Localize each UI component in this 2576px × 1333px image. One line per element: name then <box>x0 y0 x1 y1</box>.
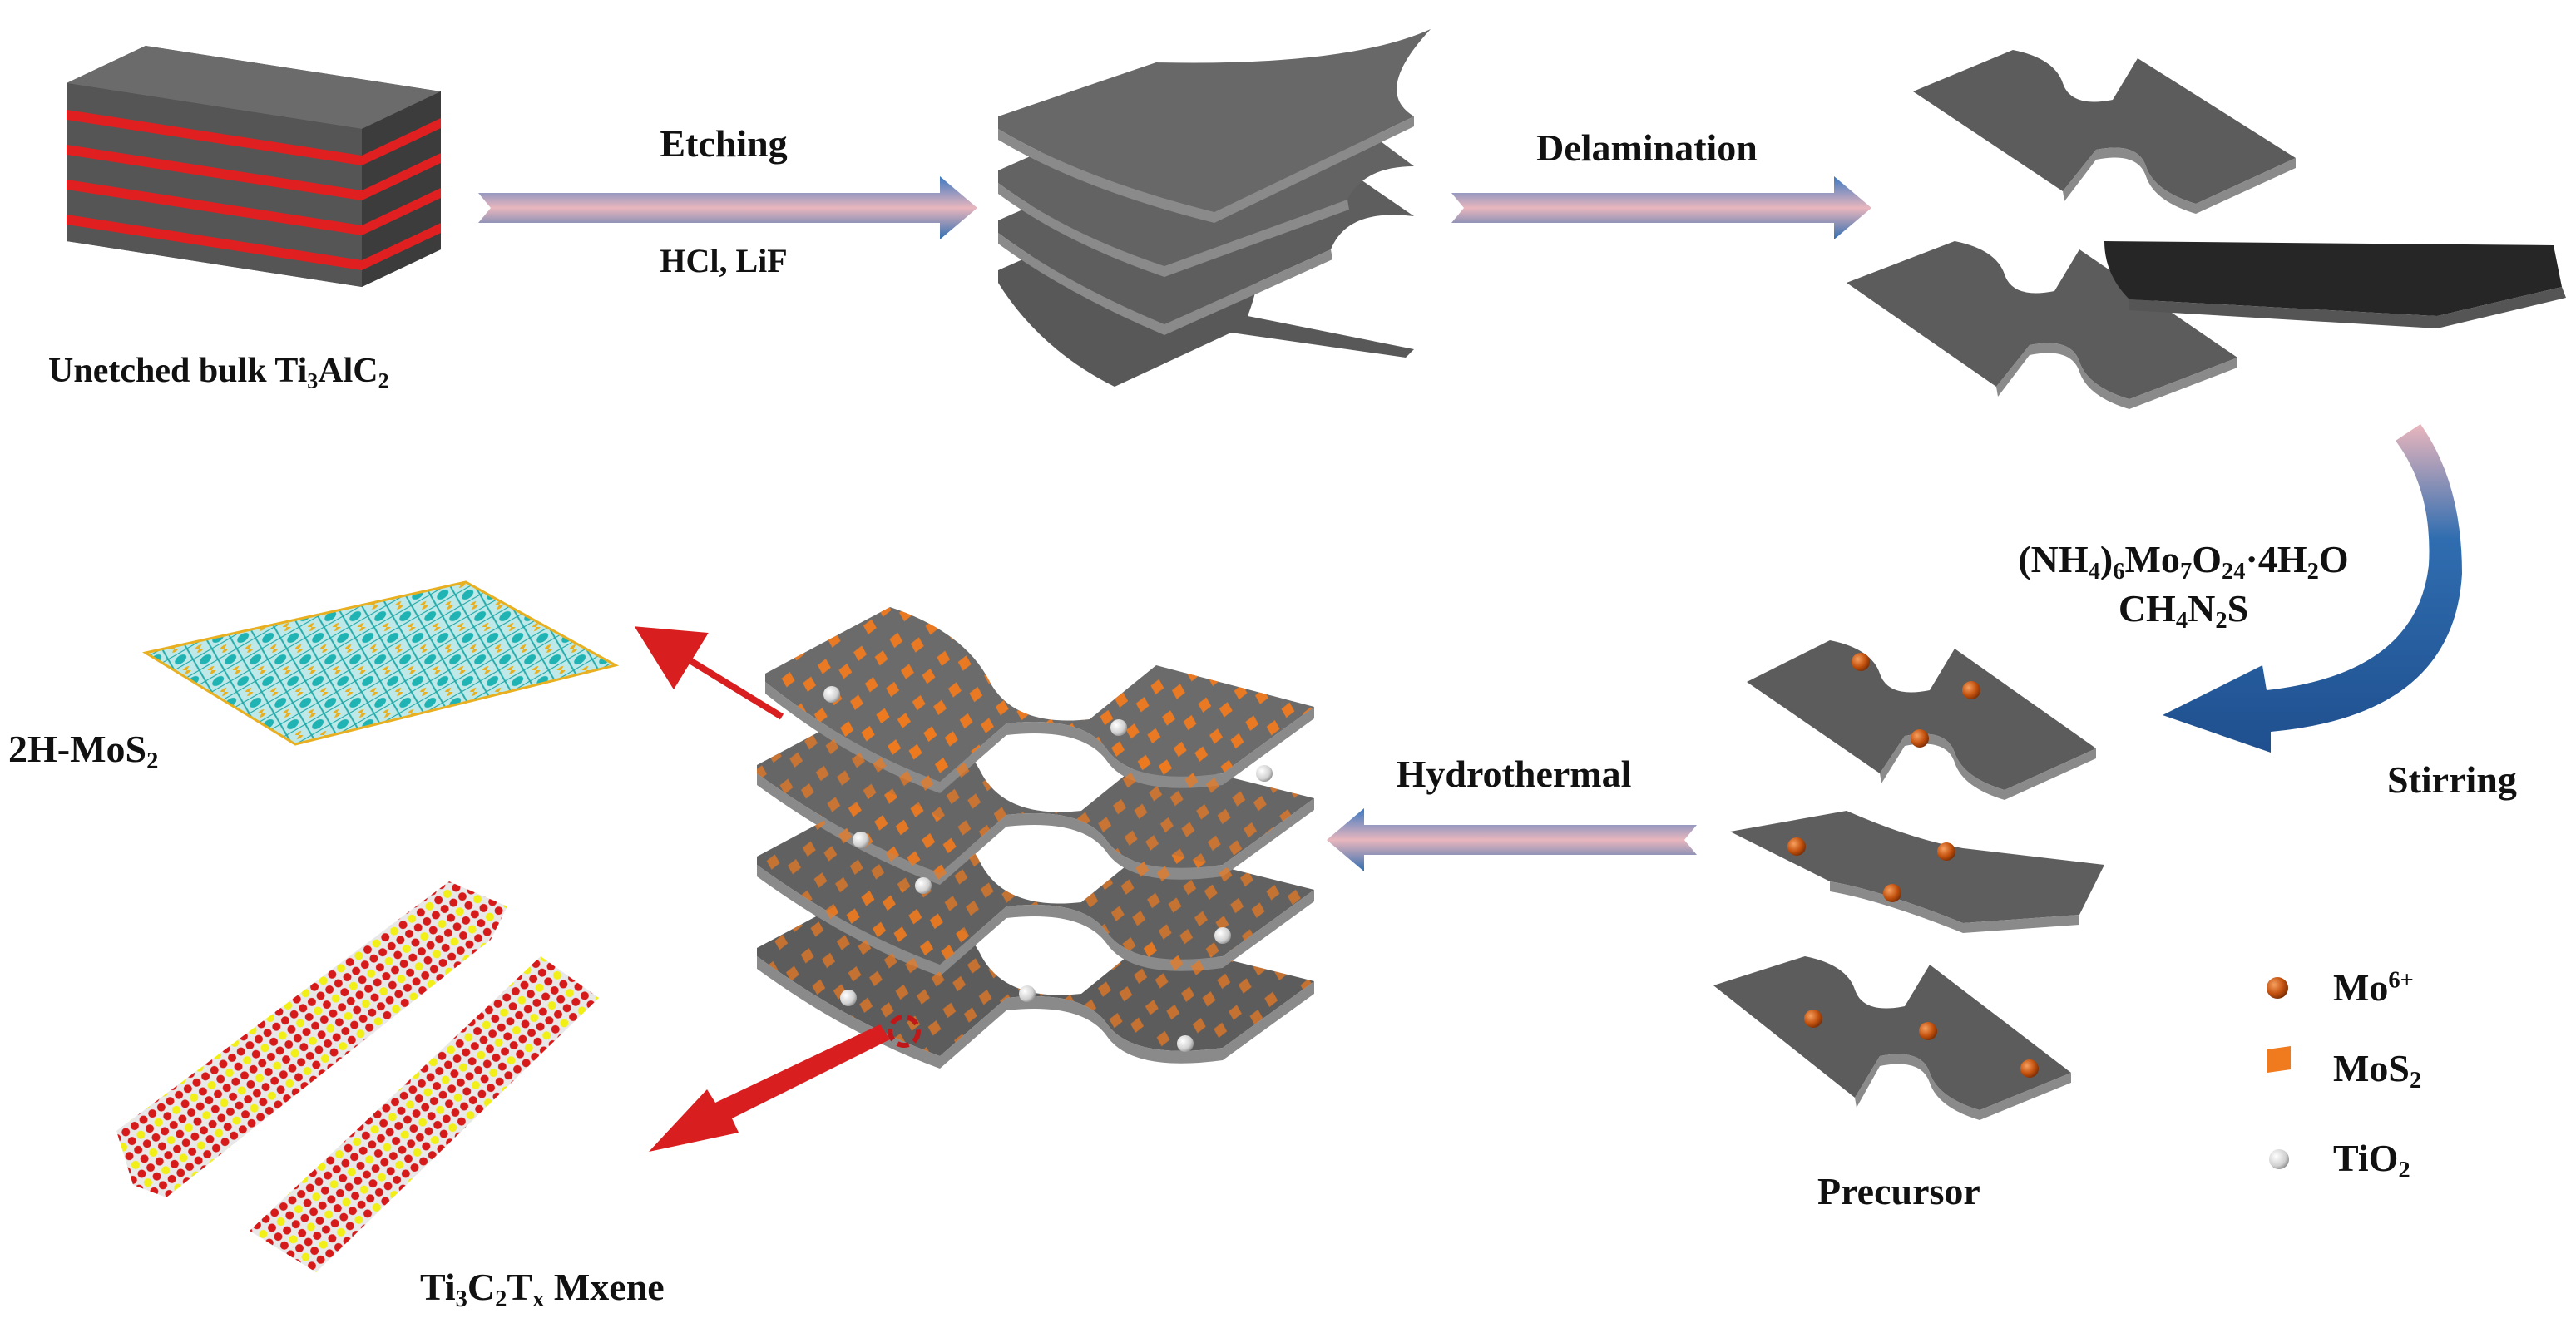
etched-layered-sheets-icon <box>998 29 1431 387</box>
delaminated-sheets-icon <box>1847 50 2566 409</box>
mos2-label: 2H-MoS2 <box>8 728 159 774</box>
tio2-sphere-icon <box>2269 1149 2289 1169</box>
etching-reagents-label: HCl, LiF <box>660 242 788 279</box>
precursor-sheets-icon <box>1713 640 2104 1120</box>
stirring-curved-arrow <box>2163 424 2462 753</box>
bulk-label: Unetched bulk Ti3AlC2 <box>48 352 389 393</box>
delamination-label: Delamination <box>1536 126 1758 169</box>
reagents-label: (NH4)6Mo7O24·4H2O CH4N2S <box>1938 541 2429 633</box>
red-arrow-to-mos2 <box>634 626 784 720</box>
reagents-line1: (NH4)6Mo7O24·4H2O <box>2018 538 2349 585</box>
delamination-arrow <box>1451 176 1871 239</box>
mos2-mxene-composite-stack-icon <box>757 607 1314 1069</box>
mos2-flake-icon <box>2267 1046 2291 1073</box>
reagents-line2: CH4N2S <box>2118 586 2249 634</box>
etching-label: Etching <box>660 122 788 165</box>
hydrothermal-label: Hydrothermal <box>1396 753 1632 795</box>
mxene-lattice-icon <box>116 881 599 1272</box>
zoom-circle-marker <box>888 1015 921 1048</box>
bulk-ti3alc2-block-icon <box>67 46 441 287</box>
red-arrow-to-mxene <box>649 1024 890 1152</box>
stirring-label: Stirring <box>2387 758 2517 801</box>
mxene-label: Ti3C2Tx Mxene <box>420 1266 665 1312</box>
mo-ion-sphere-icon <box>2267 977 2288 999</box>
legend-mos2-label: MoS2 <box>2333 1047 2422 1094</box>
hydrothermal-arrow <box>1327 808 1697 871</box>
legend-tio2-label: TiO2 <box>2333 1137 2410 1183</box>
mos2-lattice-icon <box>142 580 620 746</box>
etching-arrow <box>478 176 977 239</box>
precursor-label: Precursor <box>1817 1170 1980 1212</box>
legend-mo-label: Mo6+ <box>2333 966 2414 1009</box>
